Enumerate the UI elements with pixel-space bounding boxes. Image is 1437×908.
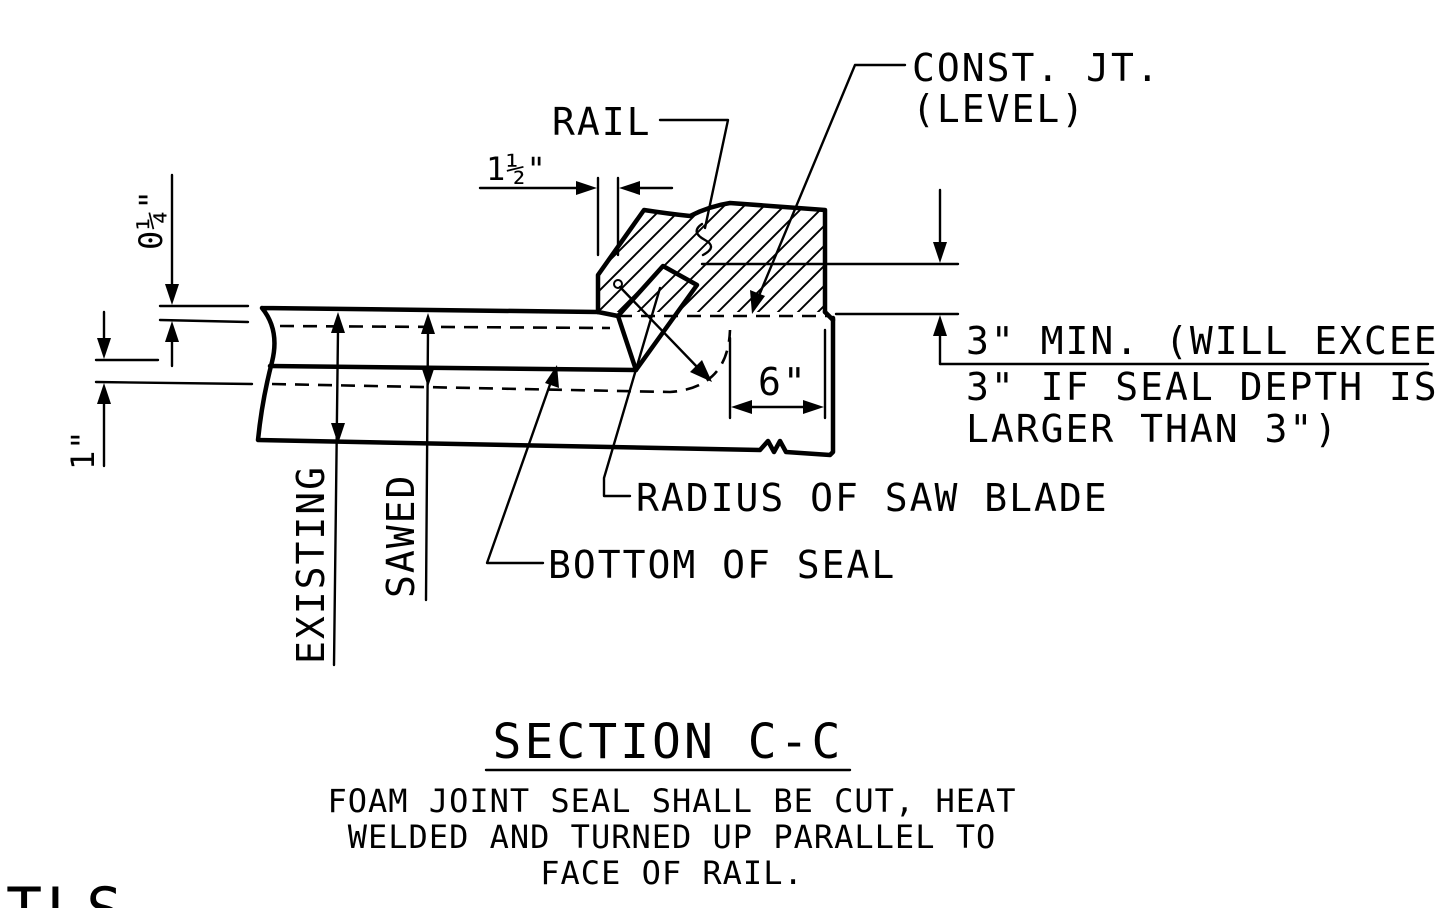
rail-break-symbol — [695, 222, 713, 257]
dim-one-inch-label: 1" — [64, 429, 102, 470]
dim-3-arrow-bottom — [933, 315, 947, 336]
saw-radius-line — [618, 285, 702, 372]
existing-label: EXISTING — [289, 465, 333, 664]
const-jt-leader — [756, 63, 907, 300]
saw-groove-lines — [267, 363, 639, 373]
dim-six-label: 6" — [758, 360, 808, 404]
const-jt-arrowhead — [750, 290, 765, 314]
rail-leader — [658, 118, 730, 230]
const-jt-label: CONST. JT. — [912, 46, 1161, 90]
sawed-label: SAWED — [379, 474, 423, 598]
bottom-of-seal-label: BOTTOM OF SEAL — [548, 543, 896, 587]
partial-sheet-title: TLS — [6, 875, 126, 908]
dim-one-arrow-bottom — [97, 383, 111, 404]
existing-dim-line — [332, 328, 340, 667]
dim-1-5-arrow-left — [576, 181, 597, 195]
rail-label: RAIL — [552, 100, 652, 144]
sawed-arrow-bottom — [421, 366, 435, 387]
section-note-line2: WELDED AND TURNED UP PARALLEL TO — [348, 818, 997, 856]
dim-one-half-label: 1½" — [486, 150, 547, 188]
three-min-line3: LARGER THAN 3") — [966, 407, 1339, 451]
dim-1-5-arrow-right — [619, 181, 640, 195]
bottom-of-seal-arrowhead — [545, 365, 559, 388]
section-note-line1: FOAM JOINT SEAL SHALL BE CUT, HEAT — [327, 782, 1016, 820]
bottom-of-seal-leader — [485, 374, 555, 565]
saw-radius-arrowhead — [690, 360, 712, 382]
existing-arrow-top — [331, 312, 345, 333]
radius-of-saw-blade-label: RADIUS OF SAW BLADE — [636, 476, 1109, 520]
rail-outline — [595, 200, 828, 315]
dim-6-arrow-right — [803, 400, 824, 414]
dim-quarter-arrow-top — [165, 284, 179, 305]
sawed-arrow-top — [421, 313, 435, 334]
slab-outline — [255, 305, 836, 458]
foam-seal — [595, 263, 700, 373]
dim-one-arrow-top — [97, 338, 111, 359]
dim-one-ext-bottom — [94, 380, 254, 386]
section-title: SECTION C-C — [493, 714, 844, 770]
dim-3-arrow-top — [933, 242, 947, 263]
existing-joint-dash — [279, 324, 611, 330]
const-jt-level-label: (LEVEL) — [912, 87, 1086, 131]
rail-hatching — [598, 203, 825, 312]
dim-6-arrow-left — [731, 400, 752, 414]
three-min-line1: 3" MIN. (WILL EXCEED — [966, 319, 1437, 363]
dim-zero-quarter-label: 0¼" — [132, 189, 170, 250]
radius-leader — [602, 286, 662, 498]
existing-arrow-bottom — [331, 423, 345, 444]
section-note-line3: FACE OF RAIL. — [540, 854, 803, 892]
dim-quarter-arrow-bottom — [165, 321, 179, 342]
three-min-line2: 3" IF SEAL DEPTH IS — [966, 365, 1437, 409]
bottom-of-seal-dash — [271, 329, 732, 394]
dim-quarter-ext-bottom — [158, 318, 250, 324]
